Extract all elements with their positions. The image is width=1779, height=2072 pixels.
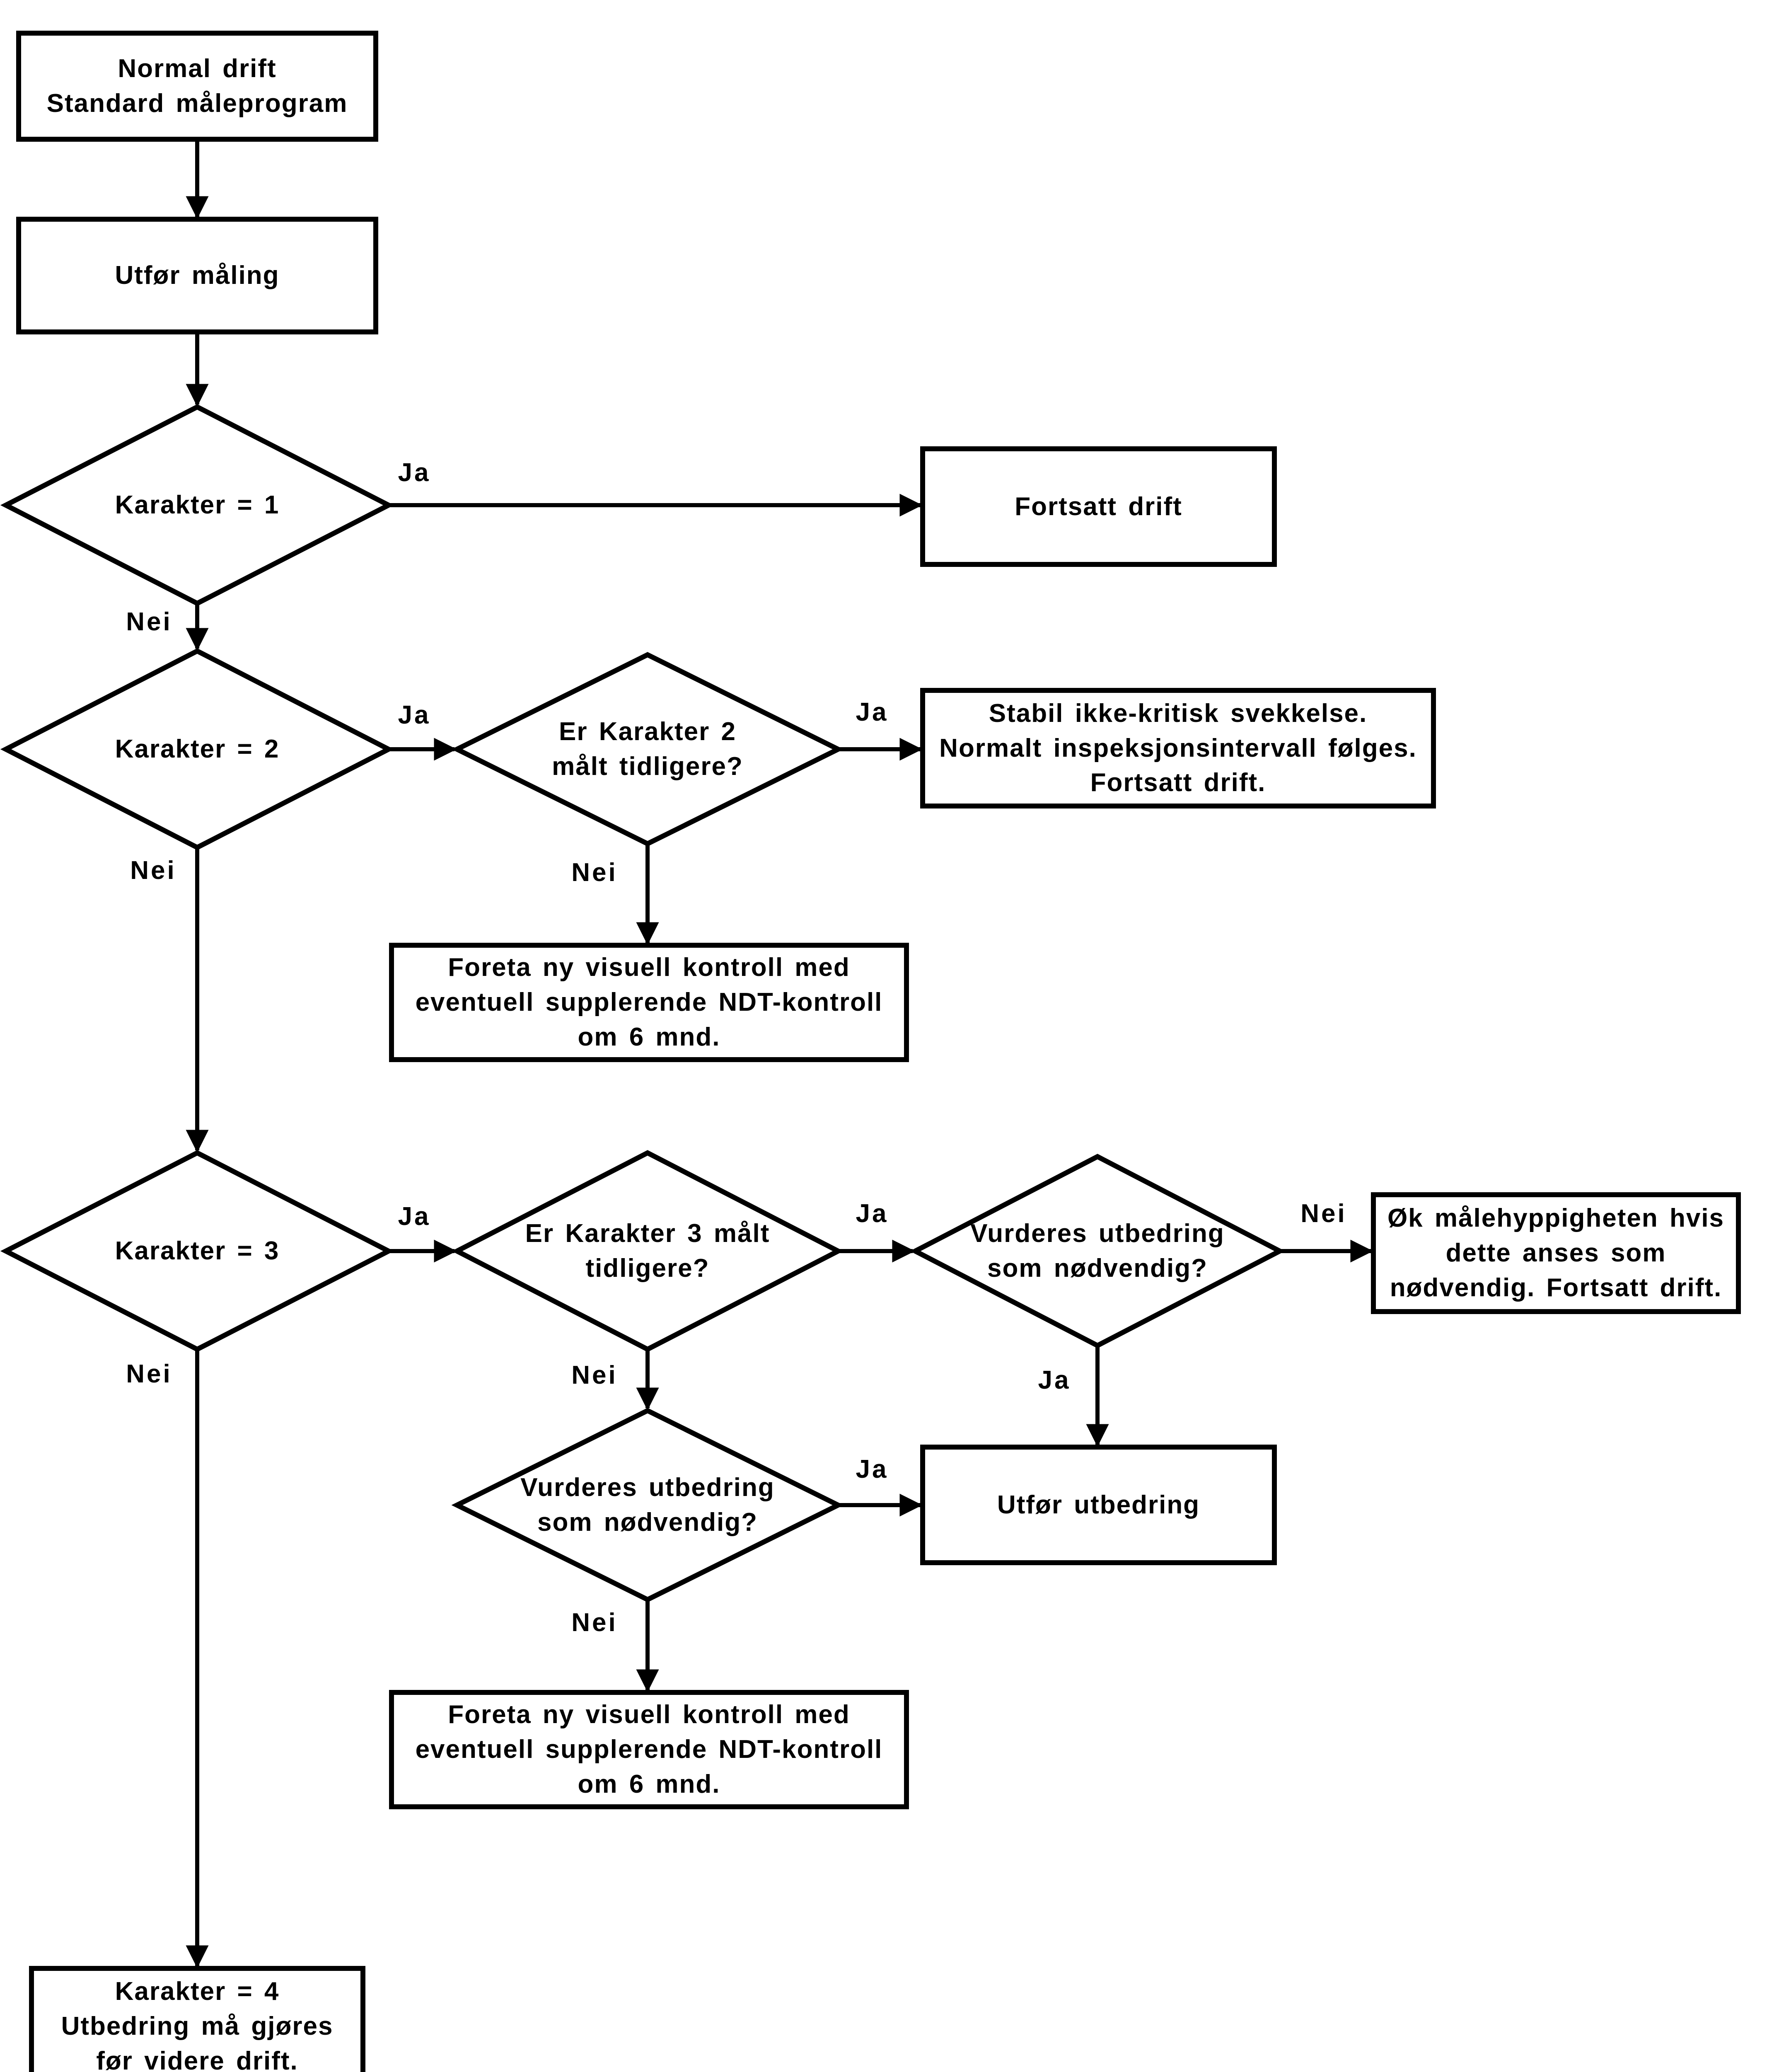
node-karakter4	[29, 1966, 365, 2072]
node-vurderes-utbedring-1-label: Vurderes utbedring som nødvendig?	[915, 1157, 1280, 1346]
label-line: Karakter = 2	[115, 735, 280, 764]
node-foreta-kontroll-2-label: Foreta ny visuell kontroll med eventuell…	[392, 1692, 906, 1807]
label-line: tidligere?	[585, 1254, 710, 1283]
label-line: nødvendig. Fortsatt drift.	[1390, 1273, 1722, 1302]
node-karakter1	[0, 404, 394, 606]
node-ok-malehyppighet-label: Øk målehyppigheten hvis dette anses som …	[1373, 1195, 1738, 1312]
edge-label-karakter2-nei: Nei	[130, 856, 176, 885]
edge-label-er-karakter3-ja: Ja	[856, 1199, 889, 1228]
node-stabil-svekkelse-label: Stabil ikke-kritisk svekkelse. Normalt i…	[923, 690, 1433, 806]
node-utfor-utbedring-label: Utfør utbedring	[923, 1447, 1274, 1563]
edge-label-vurderes1-nei: Nei	[1300, 1199, 1347, 1228]
node-karakter2-label: Karakter = 2	[6, 651, 389, 847]
label-line: Er Karakter 2	[558, 717, 737, 746]
label-line: Øk målehyppigheten hvis	[1387, 1204, 1725, 1233]
label-line: Karakter = 3	[115, 1237, 280, 1266]
node-normal-drift	[16, 31, 378, 142]
node-ok-malehyppighet	[1371, 1192, 1741, 1314]
label-line: som nødvendig?	[537, 1508, 758, 1537]
label-line: Utbedring må gjøres	[61, 2012, 334, 2041]
edge-label-er-karakter3-nei: Nei	[571, 1360, 618, 1389]
label-line: Foreta ny visuell kontroll med	[448, 1700, 850, 1729]
label-line: Karakter = 1	[115, 491, 280, 520]
node-vurderes-utbedring-1	[909, 1154, 1286, 1348]
node-normal-drift-label: Normal drift Standard måleprogram	[19, 33, 376, 139]
label-line: Fortsatt drift.	[1090, 768, 1266, 797]
node-karakter4-label: Karakter = 4 Utbedring må gjøres før vid…	[31, 1968, 363, 2072]
edges	[186, 139, 1373, 1968]
edge-label-er-karakter2-nei: Nei	[571, 858, 618, 887]
label-line: Fortsatt drift	[1015, 492, 1182, 521]
node-fortsatt-drift	[920, 446, 1277, 567]
label-line: før videre drift.	[96, 2046, 298, 2072]
label-line: om 6 mnd.	[578, 1022, 720, 1051]
node-vurderes-utbedring-2	[451, 1408, 844, 1602]
edge-label-vurderes1-ja: Ja	[1038, 1365, 1071, 1394]
node-er-karakter2	[451, 652, 844, 847]
label-line: Vurderes utbedring	[970, 1219, 1225, 1248]
node-er-karakter2-label: Er Karakter 2 målt tidligere?	[457, 655, 838, 844]
label-line: Normal drift	[118, 54, 277, 83]
label-line: eventuell supplerende NDT-kontroll	[415, 988, 883, 1017]
node-foreta-kontroll-2	[389, 1690, 909, 1809]
nodes	[0, 31, 1741, 2072]
edge-label-er-karakter2-ja: Ja	[856, 697, 889, 726]
node-vurderes-utbedring-2-label: Vurderes utbedring som nødvendig?	[457, 1411, 838, 1600]
label-line: eventuell supplerende NDT-kontroll	[415, 1735, 883, 1764]
node-utfor-utbedring	[920, 1445, 1277, 1565]
node-stabil-svekkelse	[920, 688, 1436, 808]
label-line: Utfør utbedring	[997, 1490, 1200, 1519]
edge-label-vurderes2-ja: Ja	[856, 1455, 889, 1484]
label-line: dette anses som	[1445, 1239, 1666, 1268]
edge-label-karakter1-nei: Nei	[126, 607, 172, 636]
node-karakter1-label: Karakter = 1	[6, 407, 389, 603]
edge-label-karakter1-ja: Ja	[398, 458, 431, 487]
label-line: Foreta ny visuell kontroll med	[448, 953, 850, 982]
label-line: Utfør måling	[115, 261, 280, 290]
edge-label-karakter3-nei: Nei	[126, 1359, 172, 1388]
label-line: Standard måleprogram	[46, 89, 348, 118]
label-line: som nødvendig?	[987, 1254, 1208, 1283]
node-karakter3-label: Karakter = 3	[6, 1153, 389, 1349]
node-er-karakter3-label: Er Karakter 3 målt tidligere?	[457, 1153, 838, 1349]
edge-label-vurderes2-nei: Nei	[571, 1608, 618, 1637]
label-line: Normalt inspeksjonsintervall følges.	[939, 733, 1417, 762]
node-er-karakter3	[451, 1150, 844, 1352]
node-karakter2	[0, 648, 394, 850]
label-line: målt tidligere?	[552, 752, 743, 781]
label-line: Karakter = 4	[115, 1977, 280, 2006]
label-line: Er Karakter 3 målt	[525, 1219, 770, 1248]
edge-label-karakter3-ja: Ja	[398, 1202, 431, 1231]
label-line: om 6 mnd.	[578, 1769, 720, 1798]
node-utfor-maling-label: Utfør måling	[19, 219, 376, 332]
label-line: Vurderes utbedring	[520, 1473, 775, 1502]
node-utfor-maling	[16, 217, 378, 334]
edge-label-karakter2-ja: Ja	[398, 700, 431, 729]
node-fortsatt-drift-label: Fortsatt drift	[923, 449, 1274, 564]
node-karakter3	[0, 1150, 394, 1352]
label-line: Stabil ikke-kritisk svekkelse.	[989, 699, 1368, 728]
node-foreta-kontroll-1-label: Foreta ny visuell kontroll med eventuell…	[392, 945, 906, 1060]
node-foreta-kontroll-1	[389, 943, 909, 1062]
